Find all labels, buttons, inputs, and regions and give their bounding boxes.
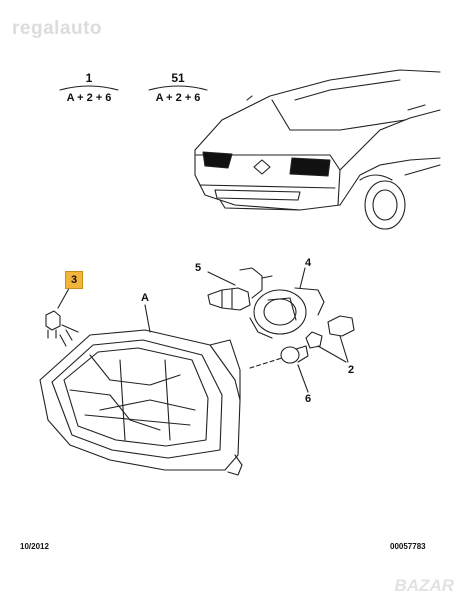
- footer-date: 10/2012: [20, 542, 49, 551]
- callout-6: 6: [305, 393, 312, 405]
- group-51-formula: A + 2 + 6: [155, 92, 201, 104]
- headlamp-unit-a: [39, 324, 243, 476]
- group-1-formula: A + 2 + 6: [66, 92, 112, 104]
- bulb-part-6: [249, 345, 309, 369]
- watermark-bottom: BAZAR: [394, 576, 455, 595]
- callout-3-highlighted: 3: [65, 271, 83, 289]
- lamp-part-2: [305, 315, 355, 363]
- callout-2: 2: [348, 364, 355, 376]
- footer-ref: 00057783: [390, 542, 426, 551]
- group-51-bracket: [148, 85, 208, 91]
- leader-5: [207, 271, 236, 286]
- leader-6: [297, 364, 309, 393]
- holder-part-4: [249, 287, 325, 339]
- connector-part-3: [45, 310, 61, 339]
- group-1-bracket: [59, 85, 119, 91]
- group-1-number: 1: [85, 71, 93, 85]
- callout-4: 4: [305, 257, 312, 269]
- leader-a: [144, 304, 151, 333]
- right-headlight-highlight: [289, 157, 331, 177]
- watermark-top: regalauto: [12, 18, 103, 39]
- left-headlight-highlight: [202, 151, 233, 169]
- bulb-part-5: [207, 267, 273, 311]
- callout-a: A: [141, 292, 149, 304]
- group-51-number: 51: [171, 71, 185, 85]
- callout-5: 5: [195, 262, 202, 274]
- car-front-illustration: [194, 69, 441, 230]
- leader-4: [299, 267, 306, 289]
